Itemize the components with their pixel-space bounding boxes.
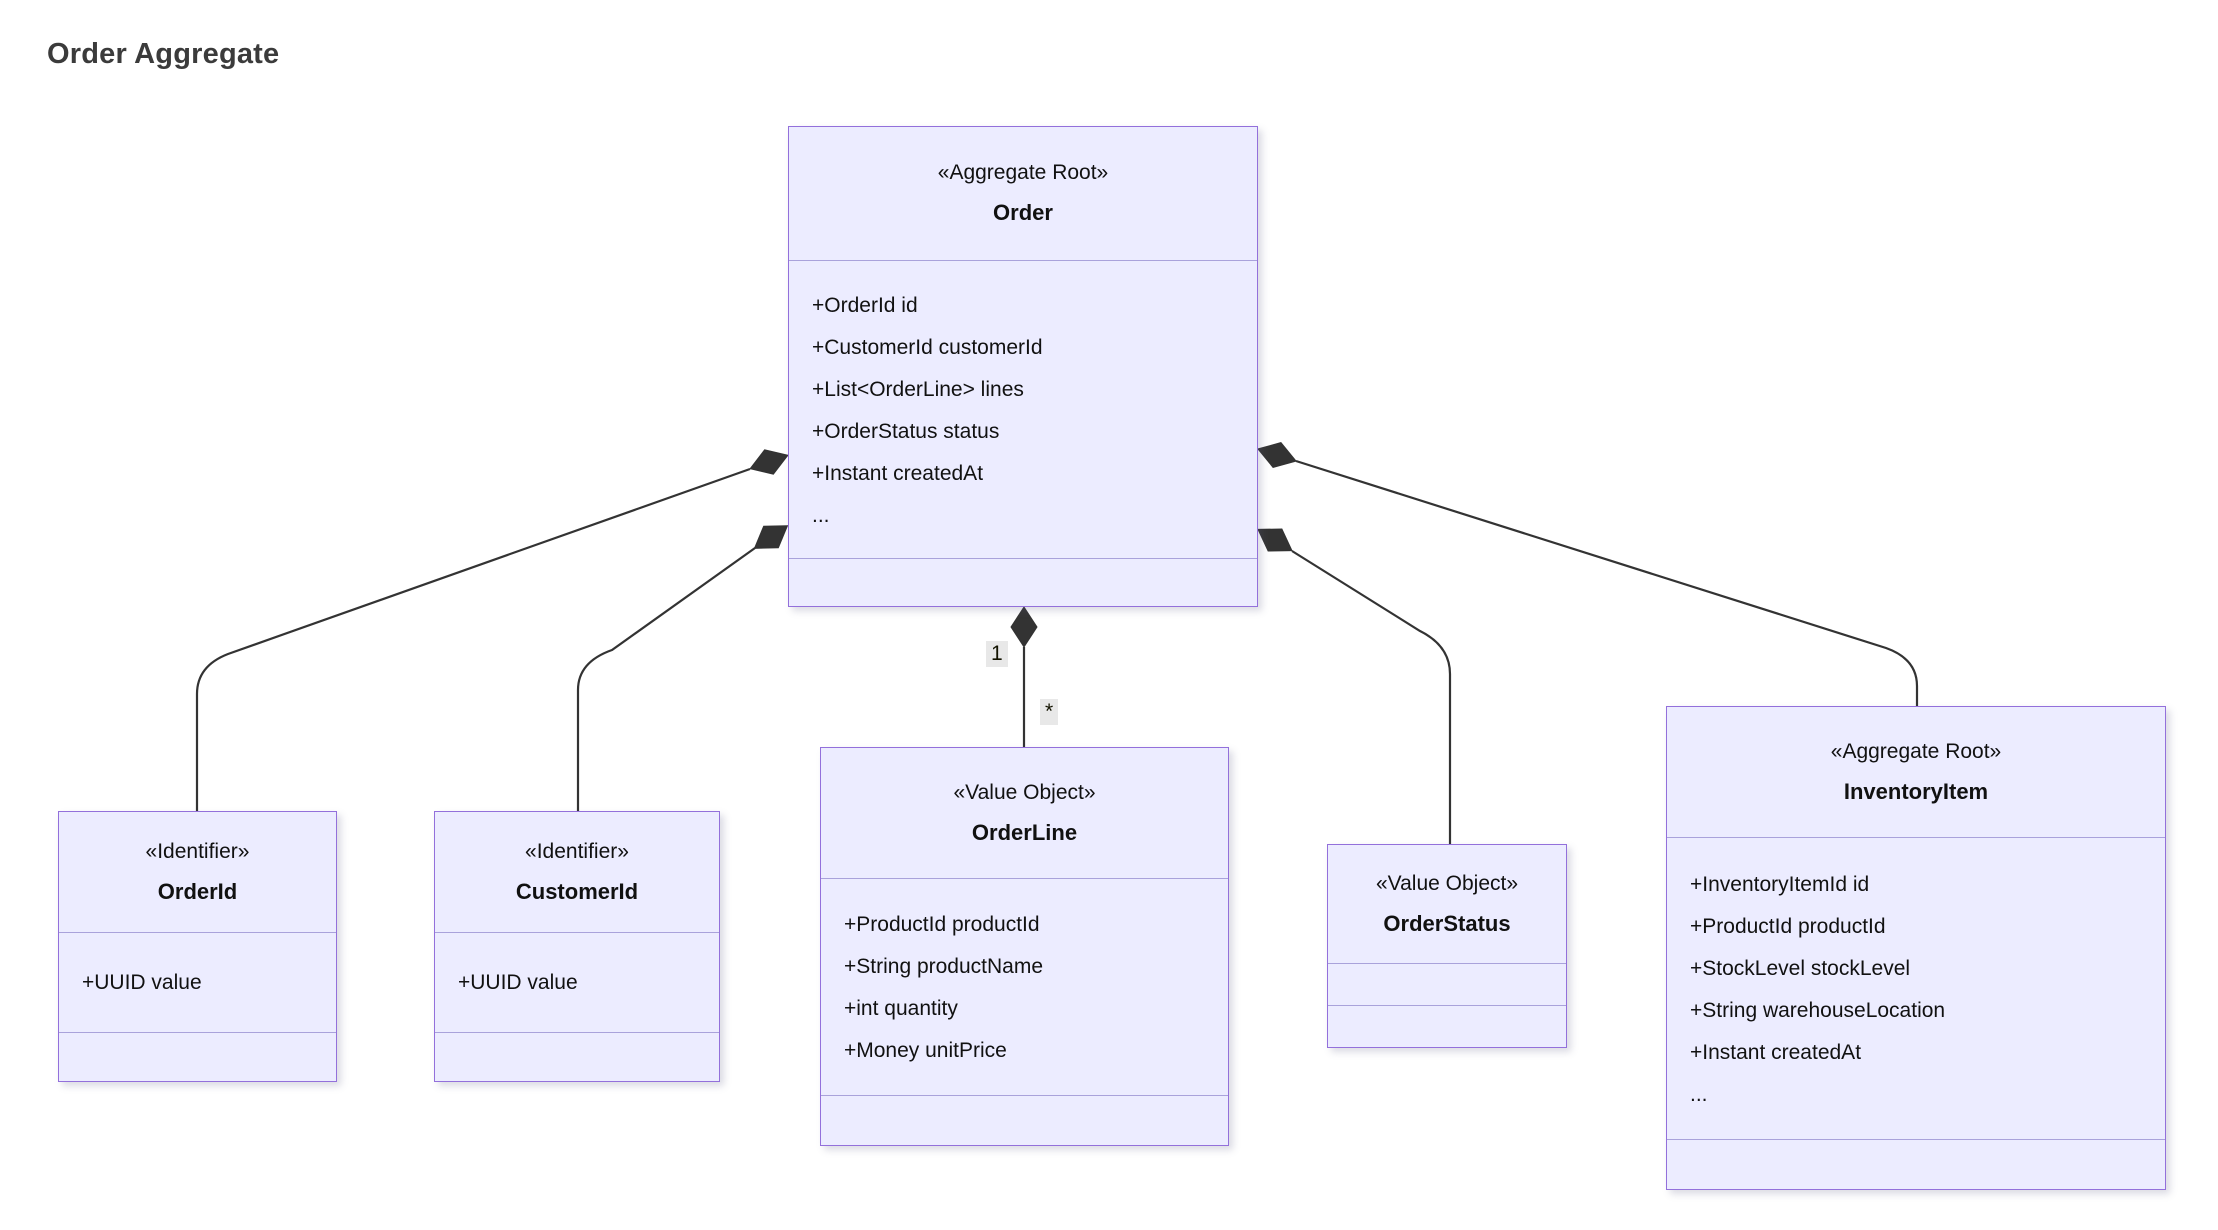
- class-attribute: +String warehouseLocation: [1690, 999, 1946, 1022]
- class-attribute: +StockLevel stockLevel: [1690, 957, 1911, 980]
- class-attribute: +CustomerId customerId: [812, 336, 1043, 359]
- class-box-orderid: «Identifier» OrderId +UUID value: [58, 811, 337, 1082]
- composition-diamond-icon: [1257, 528, 1293, 552]
- class-attributes-empty: [1328, 963, 1566, 1005]
- class-attribute: +OrderId id: [812, 294, 918, 317]
- class-methods-empty: [821, 1095, 1228, 1145]
- class-name: OrderStatus: [1383, 910, 1511, 936]
- class-attribute: ...: [1690, 1083, 1708, 1106]
- composition-diamond-icon: [1257, 442, 1297, 468]
- class-attributes: +UUID value: [435, 932, 719, 1032]
- class-box-order: «Aggregate Root» Order +OrderId id +Cust…: [788, 126, 1258, 607]
- class-attribute: ...: [812, 504, 830, 527]
- class-methods-empty: [59, 1032, 336, 1081]
- class-attribute: +int quantity: [844, 997, 958, 1020]
- class-header: «Aggregate Root» InventoryItem: [1667, 707, 2165, 837]
- class-name: OrderLine: [971, 819, 1078, 845]
- class-name: OrderId: [157, 878, 238, 904]
- class-attribute: +String productName: [844, 955, 1044, 978]
- multiplicity-label-many: *: [1040, 699, 1059, 726]
- class-attribute: +ProductId productId: [1690, 915, 1886, 938]
- composition-line-order-inventoryitem: [1295, 459, 1919, 706]
- class-header: «Identifier» CustomerId: [435, 812, 719, 932]
- diagram-title: Order Aggregate: [47, 38, 280, 70]
- class-stereotype: «Identifier»: [145, 839, 250, 863]
- class-stereotype: «Value Object»: [953, 780, 1096, 804]
- class-name: Order: [993, 200, 1053, 225]
- composition-line-order-orderstatus: [1291, 550, 1452, 844]
- class-box-customerid: «Identifier» CustomerId +UUID value: [434, 811, 720, 1082]
- class-attributes: +InventoryItemId id +ProductId productId…: [1667, 837, 2165, 1139]
- class-attribute: +Money unitPrice: [844, 1039, 1007, 1062]
- class-attributes: +ProductId productId +String productName…: [821, 878, 1228, 1095]
- class-header: «Aggregate Root» Order: [789, 127, 1257, 260]
- class-stereotype: «Aggregate Root»: [1830, 739, 2002, 763]
- class-box-orderline: «Value Object» OrderLine +ProductId prod…: [820, 747, 1229, 1146]
- composition-diamond-icon: [749, 449, 789, 475]
- class-box-inventoryitem: «Aggregate Root» InventoryItem +Inventor…: [1666, 706, 2166, 1190]
- composition-line-order-orderid: [195, 467, 751, 811]
- class-attribute: +UUID value: [458, 970, 578, 994]
- class-stereotype: «Value Object»: [1375, 871, 1519, 895]
- class-attribute: +UUID value: [82, 970, 202, 994]
- class-attribute: +InventoryItemId id: [1690, 873, 1870, 896]
- multiplicity-label-one: 1: [986, 641, 1008, 668]
- class-header: «Identifier» OrderId: [59, 812, 336, 932]
- class-header: «Value Object» OrderStatus: [1328, 845, 1566, 963]
- class-methods-empty: [435, 1032, 719, 1081]
- class-name: CustomerId: [515, 878, 639, 904]
- class-attribute: +OrderStatus status: [812, 420, 1000, 443]
- class-box-orderstatus: «Value Object» OrderStatus: [1327, 844, 1567, 1048]
- class-attribute: +ProductId productId: [844, 913, 1040, 936]
- class-attribute: +List<OrderLine> lines: [812, 378, 1024, 401]
- composition-line-order-customerid: [576, 547, 756, 811]
- class-attribute: +Instant createdAt: [1690, 1041, 1862, 1064]
- class-methods-empty: [1667, 1139, 2165, 1189]
- class-methods-empty: [789, 558, 1257, 606]
- composition-diamond-icon: [1010, 606, 1038, 648]
- class-methods-empty: [1328, 1005, 1566, 1047]
- class-attributes: +UUID value: [59, 932, 336, 1032]
- class-header: «Value Object» OrderLine: [821, 748, 1228, 878]
- class-stereotype: «Identifier»: [525, 839, 629, 863]
- class-name: InventoryItem: [1843, 778, 1989, 804]
- class-attributes: +OrderId id +CustomerId customerId +List…: [789, 260, 1257, 558]
- class-attribute: +Instant createdAt: [812, 462, 984, 485]
- class-stereotype: «Aggregate Root»: [937, 161, 1109, 184]
